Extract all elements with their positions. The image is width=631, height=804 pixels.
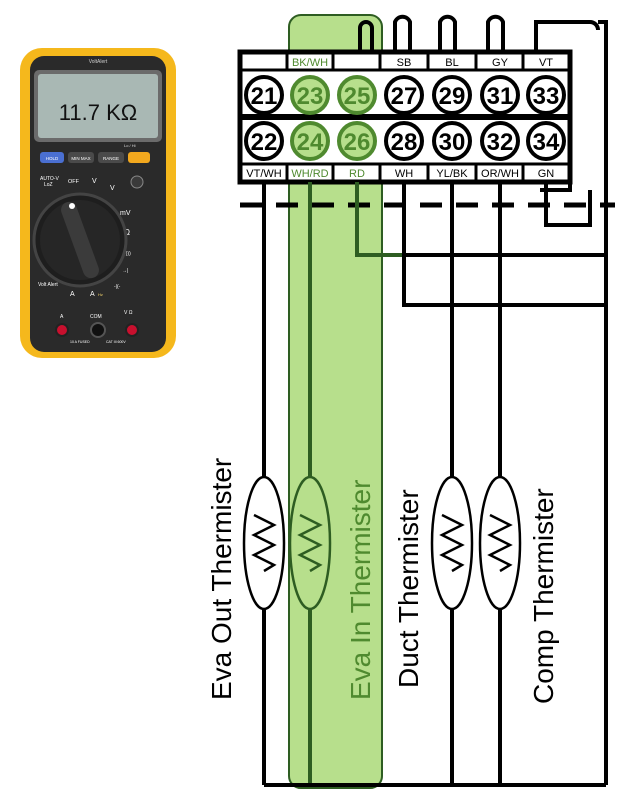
wire-label-31: GY <box>492 57 509 69</box>
terminal-31[interactable] <box>480 75 520 115</box>
dial-label-loz: LoZ <box>44 182 53 188</box>
wire-label-32: OR/WH <box>481 168 519 180</box>
lcd-reading: 11.7 KΩ <box>59 100 137 125</box>
dial-label-mv: mV <box>120 210 131 217</box>
wire-label-24: WH/RD <box>291 168 328 180</box>
terminal-28[interactable] <box>384 121 424 161</box>
jack-com[interactable] <box>90 322 106 338</box>
jack-label-com: COM <box>90 314 102 320</box>
terminal-23[interactable] <box>290 75 330 115</box>
terminal-25[interactable] <box>337 75 377 115</box>
terminal-33[interactable] <box>526 75 566 115</box>
dial-label-off: OFF <box>68 179 80 185</box>
wire-label-28: WH <box>395 168 413 180</box>
terminal-30[interactable] <box>432 121 472 161</box>
thermistor-comp <box>478 475 522 611</box>
terminal-num-34: 34 <box>533 129 560 156</box>
dial-label-ohm: Ω <box>124 228 130 237</box>
yellow-button[interactable] <box>128 152 150 163</box>
wire-33-34 <box>544 182 592 227</box>
terminal-num-25: 25 <box>344 83 371 110</box>
hold-button-label: HOLD <box>46 156 59 161</box>
terminal-num-31: 31 <box>487 83 514 110</box>
terminal-34[interactable] <box>526 121 566 161</box>
wire-label-22: VT/WH <box>246 168 281 180</box>
dial-label-a-ac: A <box>70 291 75 298</box>
wire-label-33: VT <box>539 57 553 69</box>
terminal-row-top <box>244 75 566 115</box>
lo-hi-label: Lo / Hi <box>124 143 136 148</box>
terminal-num-26: 26 <box>344 129 371 156</box>
meter-brand: VoltAlert <box>89 59 108 65</box>
jack-v[interactable] <box>125 323 139 337</box>
wire-label-34: GN <box>538 168 555 180</box>
jack-label-a: A <box>60 314 64 320</box>
thermistor-duct <box>430 475 474 611</box>
terminal-num-22: 22 <box>251 129 278 156</box>
label-eva-in-thermister: Eva In Thermister <box>345 480 376 700</box>
dial-label-diode: →| <box>122 268 128 274</box>
terminal-num-24: 24 <box>297 129 324 156</box>
thermistor-symbols <box>242 475 522 611</box>
terminal-num-27: 27 <box>391 83 418 110</box>
terminal-num-29: 29 <box>439 83 466 110</box>
wire-label-30: YL/BK <box>436 168 468 180</box>
terminal-24[interactable] <box>290 121 330 161</box>
dial-label-hz: Hz <box>98 292 103 297</box>
terminal-27[interactable] <box>384 75 424 115</box>
terminal-22[interactable] <box>244 121 284 161</box>
terminal-num-32: 32 <box>487 129 514 156</box>
label-eva-out-thermister: Eva Out Thermister <box>206 458 237 700</box>
wire-27-28 <box>402 182 606 307</box>
dial-label-v-ac: V <box>92 178 97 185</box>
thermistor-eva-in <box>288 475 332 611</box>
jack-label-v: V Ω <box>124 310 133 316</box>
dial-label-a-dc: A <box>90 291 95 298</box>
terminal-num-33: 33 <box>533 83 560 110</box>
range-button[interactable] <box>98 152 124 163</box>
backlight-button[interactable] <box>130 175 144 189</box>
dial-pointer <box>69 203 75 209</box>
lcd-screen <box>38 74 158 138</box>
wire-label-29: BL <box>445 57 458 69</box>
terminal-26[interactable] <box>337 121 377 161</box>
dial-label-volt-alert: Volt Alert <box>38 282 58 288</box>
dial-label-v-dc: V <box>110 185 115 192</box>
terminal-29[interactable] <box>432 75 472 115</box>
terminal-32[interactable] <box>480 121 520 161</box>
terminal-strip: BK/WH SB BL GY VT 21 23 25 27 29 <box>237 49 573 185</box>
range-button-label: RANGE <box>103 156 119 161</box>
wire-label-26: RD <box>349 168 365 180</box>
minmax-button[interactable] <box>68 152 94 163</box>
dial-label-auto-v: AUTO-V <box>40 176 59 182</box>
label-comp-thermister: Comp Thermister <box>528 488 559 704</box>
wire-label-23: BK/WH <box>292 57 328 69</box>
jack-label-fuse: 10 A FUSED <box>70 340 90 344</box>
jack-a[interactable] <box>55 323 69 337</box>
label-duct-thermister: Duct Thermister <box>393 489 424 688</box>
minmax-button-label: MIN MAX <box>71 156 90 161</box>
terminal-num-21: 21 <box>251 83 278 110</box>
terminal-21[interactable] <box>244 75 284 115</box>
dial-knob[interactable] <box>59 200 101 281</box>
multimeter: VoltAlert 11.7 KΩ Lo / Hi HOLD MIN MAX R… <box>20 48 176 358</box>
terminal-num-30: 30 <box>439 129 466 156</box>
terminal-row-bottom <box>244 121 566 161</box>
dial-label-cap: -|(- <box>114 284 121 290</box>
jack-label-cat: CAT III 600V <box>106 340 126 344</box>
terminal-num-28: 28 <box>391 129 418 156</box>
wire-label-27: SB <box>397 57 412 69</box>
thermistor-eva-out <box>242 475 286 611</box>
hold-button[interactable] <box>40 152 64 163</box>
dial-label-continuity: •))) <box>124 251 131 257</box>
terminal-num-23: 23 <box>297 83 324 110</box>
